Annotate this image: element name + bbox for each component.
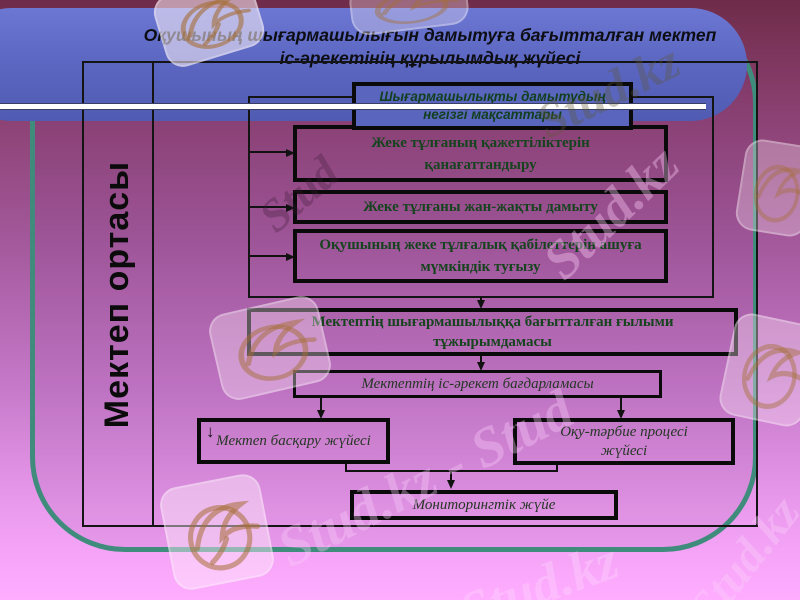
connector-arrow-goal-3 xyxy=(250,253,295,261)
accent-line xyxy=(0,103,706,110)
connector-stub-management xyxy=(345,464,347,471)
management-label: Мектеп басқару жүйесі xyxy=(216,432,371,449)
down-arrow-glyph: ↓ xyxy=(206,422,215,441)
goal-3-label: Оқушының жеке тұлғалық қабілеттерін ашуғ… xyxy=(319,237,642,275)
school-environment-column: Мектеп ортасы xyxy=(84,61,152,527)
connector-arrow-goal-2 xyxy=(250,204,295,212)
concept-box: Мектептің шығармашылыққа бағытталған ғыл… xyxy=(247,308,738,356)
goal-1-label: Жеке тұлғаның қажеттіліктерін қанағаттан… xyxy=(371,134,590,173)
program-box: Мектептің іс-әрекет бағдарламасы xyxy=(293,370,662,398)
goal-2-label: Жеке тұлғаны жан-жақты дамыту xyxy=(363,199,598,215)
goal-box-1: Жеке тұлғаның қажеттіліктерін қанағаттан… xyxy=(293,125,668,182)
side-label: Мектеп ортасы xyxy=(98,160,137,428)
goal-box-2: Жеке тұлғаны жан-жақты дамыту xyxy=(293,190,668,224)
goals-header-label: Шығармашылықты дамытудың негізгі мақсатт… xyxy=(379,89,606,122)
column-divider xyxy=(152,61,154,527)
process-label: Оқу-тәрбие процесі жүйесі xyxy=(560,423,688,459)
management-box: ↓ Мектеп басқару жүйесі xyxy=(197,418,390,464)
diagram-outer-frame xyxy=(82,61,758,527)
concept-label: Мектептің шығармашылыққа бағытталған ғыл… xyxy=(311,314,674,350)
connector-arrow-program-to-process xyxy=(617,398,625,419)
connector-arrow-concept-to-program xyxy=(477,356,485,371)
connector-arrow-goals-to-concept xyxy=(477,297,485,309)
page-title: Оқушының шығармашылығын дамытуға бағытта… xyxy=(143,25,717,68)
program-label: Мектептің іс-әрекет бағдарламасы xyxy=(361,375,594,392)
monitoring-box: Мониторингтік жүйе xyxy=(350,490,618,520)
connector-arrow-goal-1 xyxy=(250,149,295,157)
process-box: Оқу-тәрбие процесі жүйесі xyxy=(513,418,735,465)
goal-box-3: Оқушының жеке тұлғалық қабілеттерін ашуғ… xyxy=(293,229,668,283)
monitoring-label: Мониторингтік жүйе xyxy=(412,496,556,513)
connector-arrow-program-to-management xyxy=(317,398,325,419)
connector-arrow-to-monitoring xyxy=(447,470,455,489)
connector-stub-process xyxy=(556,465,558,471)
